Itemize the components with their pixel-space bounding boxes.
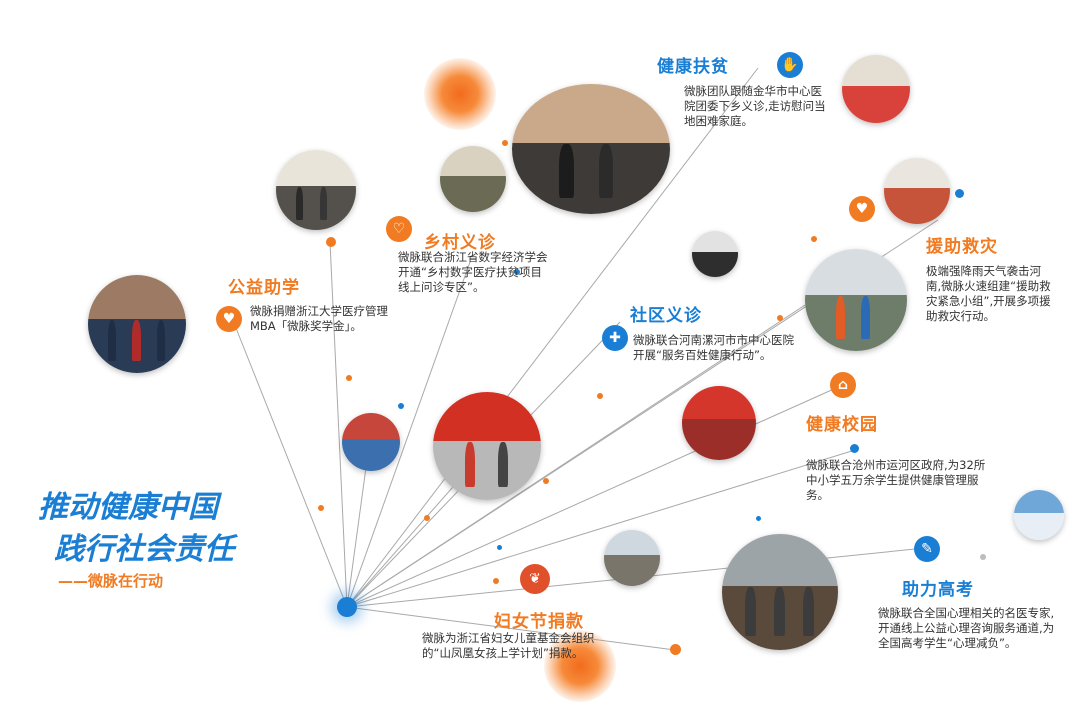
photo-poverty-visit bbox=[512, 84, 670, 214]
desc-exam-support: 微脉联合全国心理相关的名医专家,开通线上公益心理咨询服务通道,为全国高考学生“心… bbox=[878, 606, 1055, 650]
blue-dot bbox=[497, 545, 502, 550]
notebook-icon: ✎ bbox=[914, 536, 940, 562]
slogan-line-1: 推动健康中国 bbox=[38, 490, 218, 525]
orange-dot bbox=[424, 515, 430, 521]
orange-dot bbox=[670, 644, 681, 655]
photo-disaster-supplies bbox=[884, 158, 950, 224]
first-aid-kit-icon: ✚ bbox=[602, 325, 628, 351]
orange-dot bbox=[597, 393, 603, 399]
title-community-clinic: 社区义诊 bbox=[630, 306, 702, 326]
blue-dot bbox=[514, 269, 520, 275]
photo-charity-award bbox=[276, 150, 356, 230]
slogan-line-3: ——微脉在行动 bbox=[58, 572, 164, 590]
title-charity-edu: 公益助学 bbox=[228, 278, 300, 298]
blue-dot bbox=[850, 444, 859, 453]
title-rural-clinic: 乡村义诊 bbox=[424, 233, 496, 253]
orange-dot bbox=[811, 236, 817, 242]
photo-hospital-building bbox=[604, 530, 660, 586]
blue-dot bbox=[955, 189, 964, 198]
desc-disaster-relief: 极端强降雨天气袭击河南,微脉火速组建“援助救灾紧急小组”,开展多项援助救灾行动。 bbox=[926, 264, 1051, 323]
title-disaster-relief: 援助救灾 bbox=[926, 237, 998, 257]
school-building-icon: ⌂ bbox=[830, 372, 856, 398]
photo-scholarship-group bbox=[88, 275, 186, 373]
heart-hand-icon: ♥ bbox=[849, 196, 875, 222]
orange-dot bbox=[543, 478, 549, 484]
desc-women-day: 微脉为浙江省妇女儿童基金会组织的“山凤凰女孩上学计划”捐款。 bbox=[422, 631, 595, 660]
grey-dot bbox=[980, 554, 986, 560]
slogan-line-2: 践行社会责任 bbox=[54, 532, 234, 567]
desc-charity-edu: 微脉捐赠浙江大学医疗管理MBA「微脉奖学金」。 bbox=[250, 304, 388, 333]
desc-campus-health: 微脉联合沧州市运河区政府,为32所中小学五万余学生提供健康管理服务。 bbox=[806, 458, 986, 502]
photo-community-clinic bbox=[433, 392, 541, 500]
photo-rural-meeting bbox=[440, 146, 506, 212]
title-women-day: 妇女节捐款 bbox=[494, 612, 584, 632]
orange-dot bbox=[318, 505, 324, 511]
hand-heart-icon: ✋ bbox=[777, 52, 803, 78]
photo-community-handshake bbox=[692, 231, 738, 277]
photo-disaster-team bbox=[805, 249, 907, 351]
title-campus-health: 健康校园 bbox=[806, 415, 878, 435]
orange-dot bbox=[346, 375, 352, 381]
blue-dot bbox=[398, 403, 404, 409]
desc-rural-clinic: 微脉联合浙江省数字经济学会开通“乡村数字医疗扶贫项目线上问诊专区”。 bbox=[398, 250, 548, 294]
orange-dot bbox=[493, 578, 499, 584]
desc-health-poverty: 微脉团队跟随金华市中心医院团委下乡义诊,走访慰问当地困难家庭。 bbox=[684, 84, 826, 128]
heart-hand-icon: ♥ bbox=[216, 306, 242, 332]
title-exam-support: 助力高考 bbox=[902, 580, 974, 600]
photo-sign-partial bbox=[1014, 490, 1064, 540]
stethoscope-icon: ♡ bbox=[386, 216, 412, 242]
desc-community-clinic: 微脉联合河南漯河市市中心医院开展“服务百姓健康行动”。 bbox=[633, 333, 794, 362]
phoenix-icon: ❦ bbox=[520, 564, 550, 594]
orange-dot bbox=[502, 140, 508, 146]
orange-dot bbox=[777, 315, 783, 321]
photo-campus-stage bbox=[682, 386, 756, 460]
title-health-poverty: 健康扶贫 bbox=[657, 57, 729, 77]
orange-glow-top bbox=[424, 58, 496, 130]
photo-classroom bbox=[722, 534, 838, 650]
photo-poverty-group bbox=[842, 55, 910, 123]
blue-dot bbox=[756, 516, 761, 521]
hub-node bbox=[337, 597, 357, 617]
photo-small-clinic bbox=[342, 413, 400, 471]
orange-dot bbox=[326, 237, 336, 247]
orange-glow-bottom bbox=[544, 630, 616, 702]
